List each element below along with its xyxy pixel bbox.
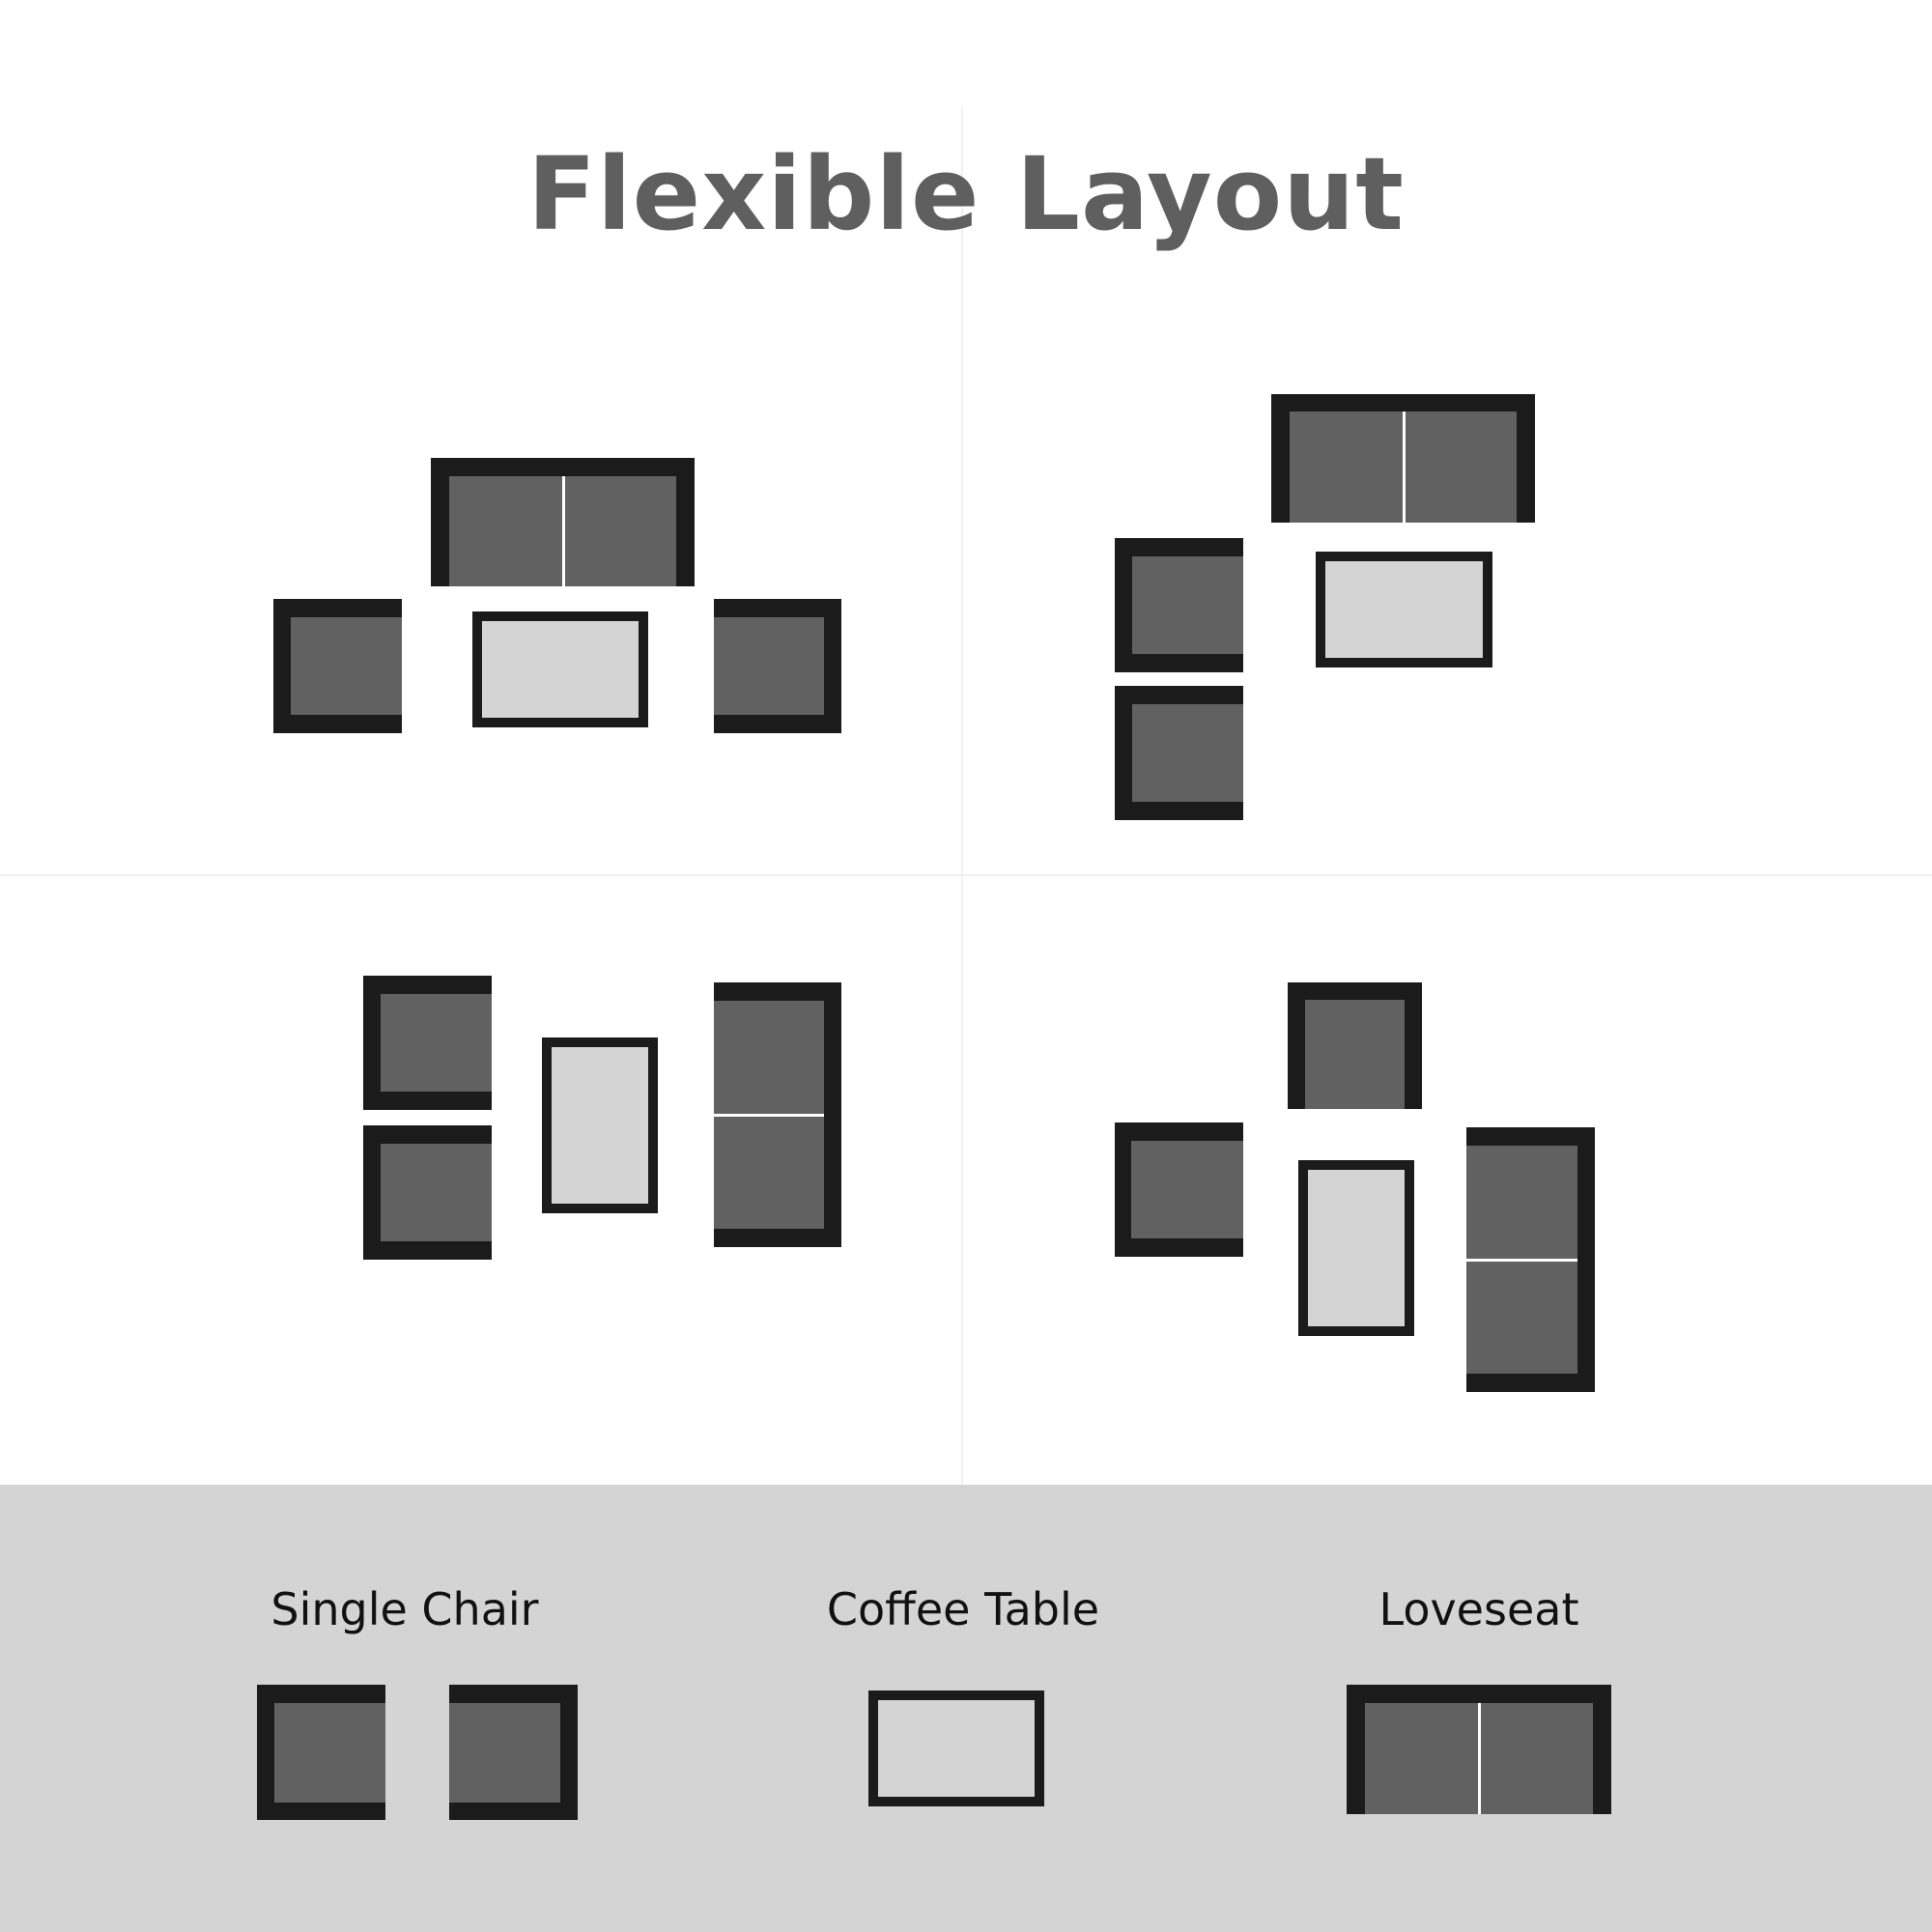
page-title: Flexible Layout xyxy=(526,135,1406,253)
legend-label-loveseat: Loveseat xyxy=(1378,1583,1579,1635)
legend-label-single-chair: Single Chair xyxy=(270,1583,539,1635)
loveseat-icon xyxy=(714,982,841,1247)
single-chair-icon xyxy=(449,1685,578,1820)
legend-label-coffee-table: Coffee Table xyxy=(826,1583,1100,1635)
single-chair-icon xyxy=(714,599,841,733)
coffee-table-icon xyxy=(542,1037,658,1213)
legend-panel: Single Chair Coffee Table Loveseat xyxy=(0,1485,1932,1932)
single-chair-icon xyxy=(1115,538,1243,672)
coffee-table-icon xyxy=(1298,1160,1414,1336)
coffee-table-icon xyxy=(868,1690,1044,1806)
quadrant-divider-horizontal xyxy=(0,874,1932,876)
coffee-table-icon xyxy=(472,611,648,727)
single-chair-icon xyxy=(1288,982,1422,1109)
single-chair-icon xyxy=(1115,686,1243,820)
single-chair-icon xyxy=(1115,1122,1243,1257)
loveseat-icon xyxy=(431,458,695,586)
loveseat-icon xyxy=(1271,394,1535,523)
single-chair-icon xyxy=(273,599,402,733)
loveseat-icon xyxy=(1347,1685,1611,1814)
single-chair-icon xyxy=(363,1125,492,1260)
coffee-table-icon xyxy=(1316,552,1492,668)
single-chair-icon xyxy=(363,976,492,1110)
single-chair-icon xyxy=(257,1685,385,1820)
quadrant-divider-vertical xyxy=(961,106,963,1485)
loveseat-icon xyxy=(1466,1127,1595,1392)
